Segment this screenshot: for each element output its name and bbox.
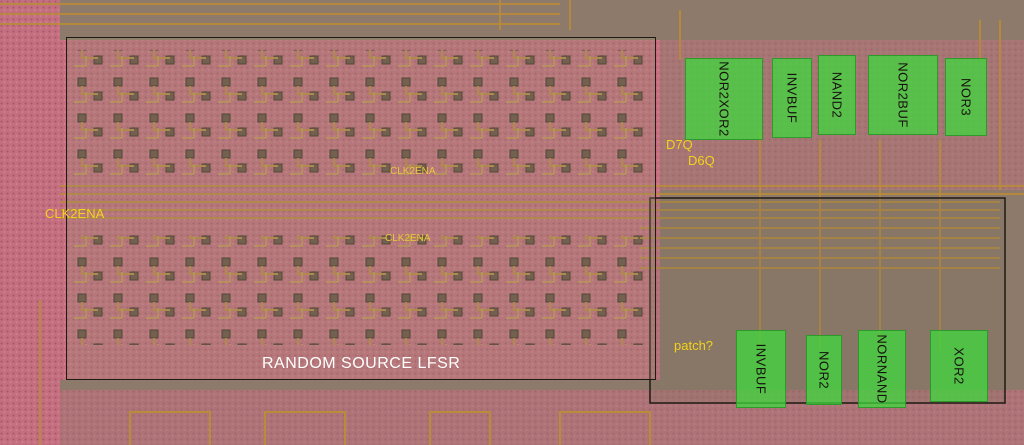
label-patch: patch? — [674, 338, 714, 353]
cell-invbuf-bottom: INVBUF — [736, 330, 786, 408]
cell-nornand: NORNAND — [858, 330, 906, 408]
cell-nor2xor2: NOR2XOR2 — [685, 58, 763, 140]
label-clk2ena-mid-top: CLK2ENA — [390, 166, 436, 177]
label-clk2ena-left: CLK2ENA — [45, 206, 105, 221]
cell-nand2: NAND2 — [818, 55, 856, 135]
cell-xor2: XOR2 — [930, 330, 988, 402]
lfsr-region-outline — [66, 37, 656, 380]
cell-nor2buf: NOR2BUF — [868, 55, 938, 135]
cell-nor3: NOR3 — [945, 58, 987, 136]
label-d6q: D6Q — [688, 153, 715, 168]
label-d7q: D7Q — [666, 137, 693, 152]
cell-invbuf-top: INVBUF — [772, 58, 812, 138]
label-clk2ena-mid-bottom: CLK2ENA — [385, 233, 431, 244]
cell-nor2: NOR2 — [806, 335, 842, 405]
region-title: RANDOM SOURCE LFSR — [262, 355, 461, 372]
